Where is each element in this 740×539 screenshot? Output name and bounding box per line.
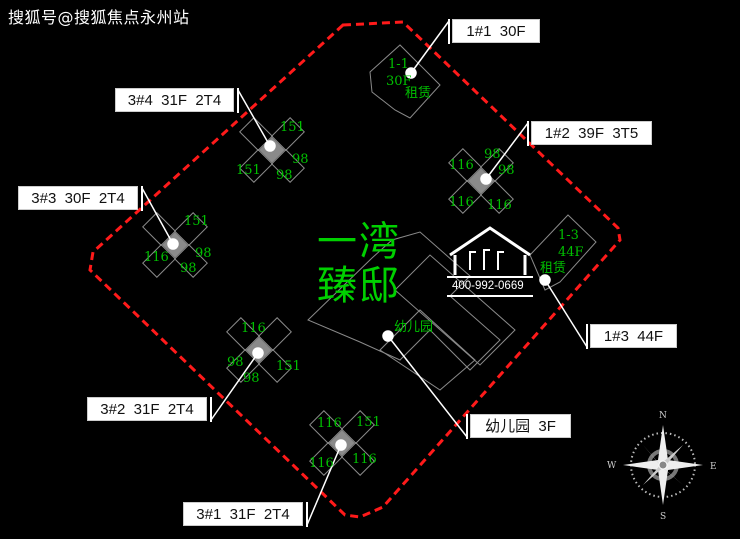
building-marker-dot [264,140,276,152]
callout-b32: 3#2 31F 2T4 [87,397,207,421]
building-1-1-rental: 租赁 [405,86,432,101]
apartment-unit-outline [226,349,260,383]
kindergarten-label: 幼儿园 [394,320,434,335]
building-outlines [307,44,597,391]
apartment-unit-outline [309,410,343,444]
unit-area-label: 116 [144,250,169,265]
building-marker-dot [167,238,179,250]
building-1-3-rental: 租赁 [540,261,567,276]
apartment-unit-outline [239,149,273,183]
phone-number: 400-992-0669 [452,280,524,292]
apartment-unit-outline [448,148,482,182]
project-name-line-1: 一湾 [317,219,401,265]
callout-kg: 幼儿园 3F [470,414,571,438]
logo-house-icon [447,226,533,297]
unit-area-label: 98 [276,168,293,183]
leader-lines [141,19,588,527]
callout-b33: 3#3 30F 2T4 [18,186,138,210]
callout-b31: 3#1 31F 2T4 [183,502,303,526]
building-marker-dot [539,274,551,286]
apartment-unit-outline [142,212,176,246]
building-1-1-id: 1-1 [388,57,409,72]
compass-south: S [660,512,667,522]
building-marker-dot [335,439,347,451]
unit-area-label: 116 [449,195,474,210]
apartment-unit-outline [309,442,343,476]
leader-line [306,444,342,526]
apartment-unit-outline [341,410,375,444]
unit-area-label: 116 [309,456,334,471]
compass-north: N [659,411,667,421]
unit-area-label: 98 [195,246,212,261]
building-marker-dot [405,67,417,79]
callout-b12: 1#2 39F 3T5 [531,121,652,145]
compass-rose-icon [623,425,703,505]
apartment-unit-outline [448,180,482,214]
apartment-unit-outline [271,149,305,183]
leader-line [410,20,450,74]
apartment-unit-outline [258,317,292,351]
unit-area-label: 116 [449,158,474,173]
callout-b34: 3#4 31F 2T4 [115,88,234,112]
apartment-unit-outline [174,244,208,278]
unit-area-label: 151 [356,415,381,430]
building-1-1-outline [369,44,441,119]
apartment-unit-outline [271,117,305,151]
building-1-3-floors: 44F [558,245,584,260]
apartment-unit-outline [174,212,208,246]
apartment-unit-outline [341,442,375,476]
leader-line [485,122,529,180]
apartment-unit-outline [480,180,514,214]
watermark: 搜狐号@搜狐焦点永州站 [8,8,190,27]
building-marker-dot [252,347,264,359]
compass-east: E [710,462,717,472]
unit-area-label: 151 [280,120,305,135]
project-name-line-2: 臻邸 [317,263,401,309]
building-marker-dot [480,173,492,185]
unit-area-label: 116 [352,452,377,467]
unit-area-label: 151 [236,163,261,178]
leader-line [387,335,468,438]
leader-line [544,279,588,348]
compass-west: W [607,461,617,471]
callout-b11: 1#1 30F [452,19,540,43]
apartment-unit-outline [142,244,176,278]
unit-area-label: 98 [292,152,309,167]
leader-line [141,187,174,245]
apartment-unit-outline [258,349,292,383]
unit-area-label: 151 [276,359,301,374]
callout-b13: 1#3 44F [590,324,677,348]
unit-area-label: 98 [484,147,501,162]
building-marker-dot [382,330,394,342]
unit-area-label: 116 [241,321,266,336]
unit-area-label: 151 [184,214,209,229]
kindergarten-outline [394,254,516,366]
leader-line [237,89,271,147]
unit-area-label: 98 [243,371,260,386]
leader-line [210,352,259,421]
unit-area-label: 98 [498,163,515,178]
unit-area-label: 98 [227,355,244,370]
site-boundary [88,20,622,519]
central-building-outline [307,231,501,371]
building-1-1-floors: 30F [386,74,412,89]
building-1-3-id: 1-3 [558,228,579,243]
unit-area-label: 116 [317,416,342,431]
unit-area-label: 98 [180,261,197,276]
unit-area-label: 116 [487,198,512,213]
apartment-unit-outline [226,317,260,351]
